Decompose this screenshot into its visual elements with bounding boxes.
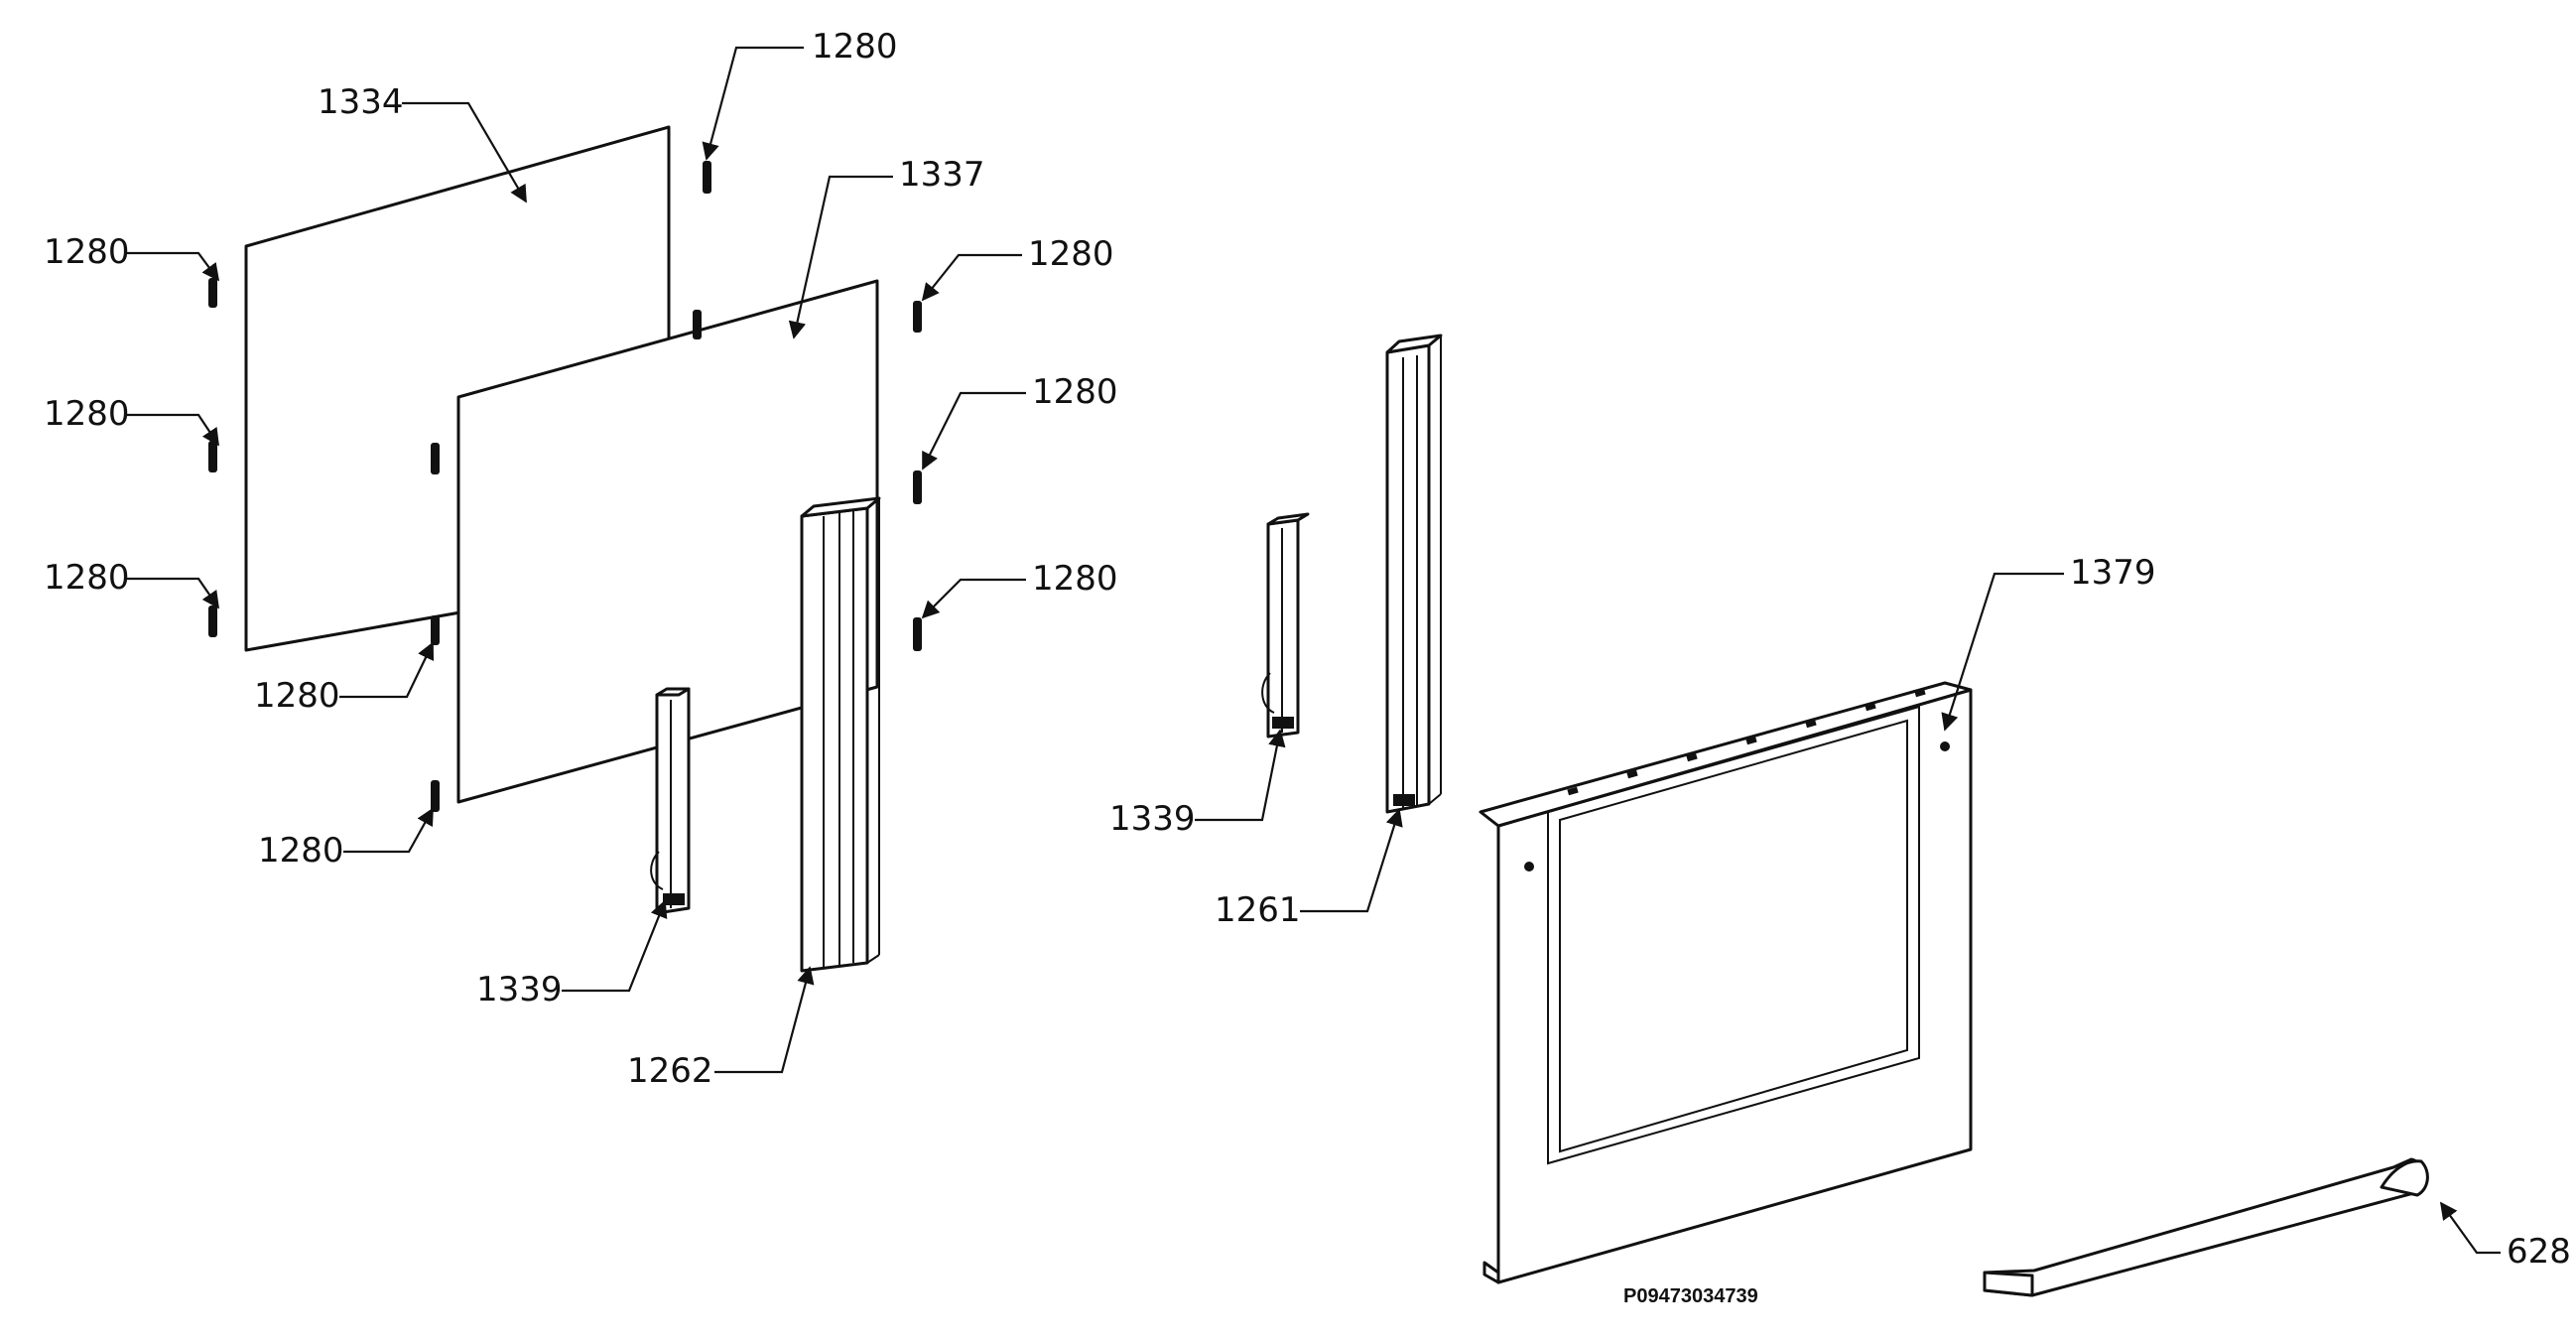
- label-1337: 1337: [899, 155, 985, 195]
- leader-lines: [127, 46, 2501, 1255]
- clip-1280: [913, 470, 922, 504]
- label-1339-left: 1339: [476, 970, 563, 1009]
- label-1280-c: 1280: [44, 558, 130, 598]
- label-1379: 1379: [2070, 553, 2156, 593]
- clip-1280: [703, 161, 711, 194]
- door-handle-628: [1983, 1157, 2429, 1297]
- clip-1280: [208, 441, 217, 472]
- clip-1280: [913, 301, 922, 333]
- label-1280-r1: 1280: [1028, 234, 1114, 274]
- clip-1280: [208, 605, 217, 637]
- clip-1280: [431, 780, 440, 812]
- label-1261: 1261: [1215, 890, 1301, 930]
- label-628: 628: [2507, 1232, 2571, 1272]
- hinge-support-1339-right: [1261, 512, 1310, 739]
- clip-1280: [208, 278, 217, 308]
- label-1280-r3: 1280: [1032, 559, 1118, 599]
- label-1334: 1334: [318, 82, 404, 122]
- label-1280-top: 1280: [812, 27, 898, 67]
- clip-1280: [431, 443, 440, 474]
- label-1280-e: 1280: [258, 831, 344, 871]
- side-profile-1261: [1385, 334, 1443, 814]
- clip-1280: [431, 615, 440, 645]
- clip-1280: [693, 310, 702, 339]
- side-profile-1262: [800, 496, 881, 973]
- glass-panel-1337: [456, 279, 879, 804]
- clip-group-1280: [208, 161, 922, 812]
- label-1262: 1262: [627, 1051, 713, 1091]
- part-labels: 1280 1334 1337 1280 1280 1280 1280 1280 …: [44, 27, 2571, 1307]
- drawing-code: P09473034739: [1623, 1285, 1758, 1307]
- label-1339-right: 1339: [1109, 799, 1196, 839]
- clip-1280: [913, 617, 922, 651]
- hinge-support-1339-left: [650, 687, 691, 915]
- door-outer-panel-1379: [1479, 681, 1973, 1284]
- label-1280-r2: 1280: [1032, 372, 1118, 412]
- label-1280-b: 1280: [44, 394, 130, 434]
- vent-slots: [1567, 688, 1926, 796]
- label-1280-d: 1280: [254, 676, 340, 716]
- label-1280-a: 1280: [44, 232, 130, 272]
